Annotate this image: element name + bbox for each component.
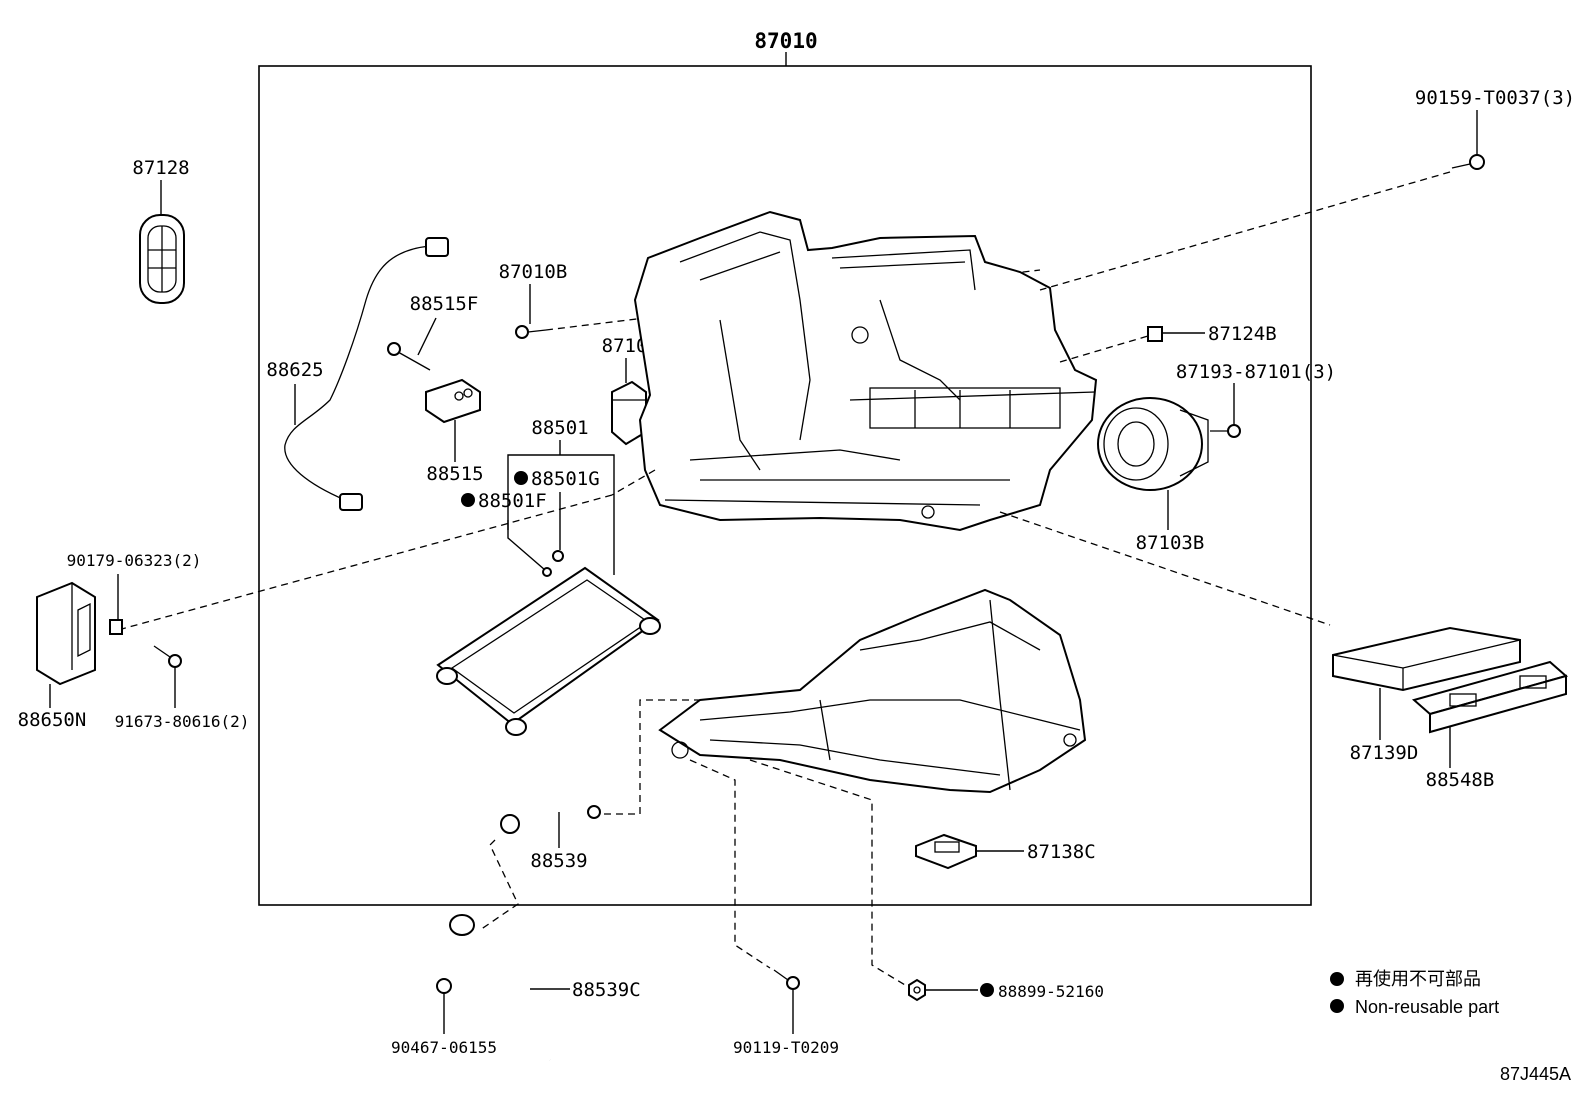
non-reusable-dot-88501F bbox=[461, 493, 475, 507]
legend-dot-2 bbox=[1330, 999, 1344, 1013]
figure-code: 87J445A bbox=[1500, 1064, 1571, 1084]
legend-dot-1 bbox=[1330, 972, 1344, 986]
hvac-housing-upper-part[interactable] bbox=[633, 210, 1098, 532]
grommet-87128-part[interactable] bbox=[139, 214, 185, 304]
label-87138C: 87138C bbox=[1027, 841, 1096, 863]
screw-91673-part[interactable] bbox=[153, 645, 182, 668]
clip-87124B-part[interactable] bbox=[1147, 326, 1163, 342]
nut-90467-part[interactable] bbox=[436, 978, 452, 994]
block-88515-part[interactable] bbox=[425, 378, 481, 424]
label-90159: 90159-T0037(3) bbox=[1415, 87, 1575, 109]
label-88515F: 88515F bbox=[410, 293, 479, 315]
label-87103B: 87103B bbox=[1136, 532, 1205, 554]
pipe-88539C-part[interactable] bbox=[449, 914, 553, 1061]
label-88650N: 88650N bbox=[18, 709, 87, 731]
label-88539: 88539 bbox=[530, 850, 587, 872]
label-88899: 88899-52160 bbox=[998, 982, 1104, 1001]
bolt-90119-part[interactable] bbox=[773, 969, 800, 990]
label-88515: 88515 bbox=[426, 463, 483, 485]
legend-line-2: Non-reusable part bbox=[1355, 997, 1499, 1017]
label-88501: 88501 bbox=[531, 417, 588, 439]
oring-88501G-part[interactable] bbox=[552, 550, 564, 562]
clip-90179-part[interactable] bbox=[109, 619, 123, 635]
label-90119: 90119-T0209 bbox=[733, 1038, 839, 1057]
sensor-88625-part[interactable] bbox=[284, 237, 449, 511]
screw-87010B-part[interactable] bbox=[515, 325, 547, 339]
label-87010B: 87010B bbox=[499, 261, 568, 283]
label-90179: 90179-06323(2) bbox=[67, 551, 202, 570]
non-reusable-dot-88501G bbox=[514, 471, 528, 485]
label-87124B: 87124B bbox=[1208, 323, 1277, 345]
label-88539C: 88539C bbox=[572, 979, 641, 1001]
non-reusable-dot-88899 bbox=[980, 983, 994, 997]
label-87010: 87010 bbox=[754, 29, 817, 53]
label-88501F: 88501F bbox=[478, 490, 547, 512]
filter-87139D-part[interactable] bbox=[1332, 626, 1521, 692]
assembly-frame bbox=[258, 65, 1312, 906]
oring-88501F-part[interactable] bbox=[542, 567, 552, 577]
label-91673: 91673-80616(2) bbox=[115, 712, 250, 731]
cover-88548B-part[interactable] bbox=[1411, 660, 1569, 734]
resistor-87138C-part[interactable] bbox=[915, 833, 977, 870]
blower-87103B-part[interactable] bbox=[1097, 397, 1209, 491]
label-87139D: 87139D bbox=[1350, 742, 1419, 764]
label-90467: 90467-06155 bbox=[391, 1038, 497, 1057]
screw-87193-part[interactable] bbox=[1210, 424, 1241, 438]
label-87128: 87128 bbox=[132, 157, 189, 179]
label-87193: 87193-87101(3) bbox=[1176, 361, 1336, 383]
screw-88515F-part[interactable] bbox=[387, 342, 431, 371]
heater-core-88501-part[interactable] bbox=[436, 566, 661, 736]
hose-88539-part[interactable] bbox=[500, 804, 601, 834]
screw-90159-part[interactable] bbox=[1451, 154, 1485, 170]
label-88625: 88625 bbox=[266, 359, 323, 381]
label-88501G: 88501G bbox=[531, 468, 600, 490]
label-88548B: 88548B bbox=[1426, 769, 1495, 791]
nut-88899-part[interactable] bbox=[908, 978, 926, 1002]
hvac-housing-lower-part[interactable] bbox=[658, 588, 1087, 794]
legend-line-1: 再使用不可部品 bbox=[1355, 969, 1481, 989]
ecu-88650N-part[interactable] bbox=[36, 581, 96, 686]
